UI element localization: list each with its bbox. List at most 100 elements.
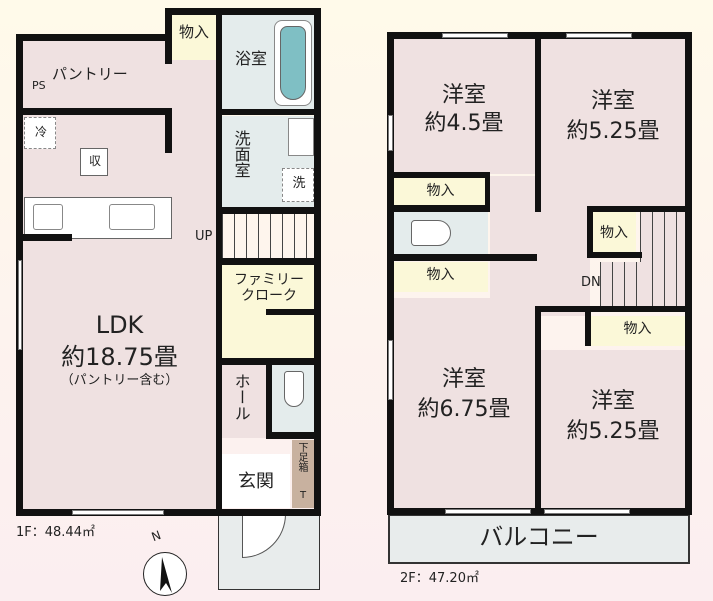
wall — [387, 32, 692, 39]
storage-3-label: 物入 — [600, 225, 628, 241]
family-closet-label-2: クローク — [241, 288, 297, 304]
window — [544, 509, 630, 514]
floor-plan-1f: 物入 浴室 洗面室 洗 パントリー PS 冷 収 UP ファミリー クローク — [0, 0, 340, 601]
wall — [387, 205, 487, 212]
wall — [266, 432, 321, 439]
pantry-label: パントリー — [52, 65, 128, 83]
storage-box: 収 — [80, 148, 108, 176]
room-storage-2: 物入 — [393, 262, 488, 292]
wall — [387, 32, 394, 514]
shoebox: 下足箱 T — [292, 440, 314, 508]
wall — [216, 109, 321, 115]
bedroom-nw-name: 洋室 — [441, 83, 486, 108]
balcony-label: バルコニー — [479, 523, 599, 551]
shoebox-label: 下足箱 — [296, 442, 307, 472]
stairs-1f — [222, 214, 316, 258]
bedroom-sw-size: 約6.75畳 — [417, 397, 511, 422]
wall — [387, 172, 487, 178]
bedroom-ne-size: 約5.25畳 — [566, 119, 660, 144]
shoebox-t-label: T — [299, 490, 307, 501]
stairs-2f-lower — [600, 262, 645, 308]
ps-label: PS — [32, 79, 46, 92]
room-storage-top: 物入 — [172, 14, 216, 60]
stove-icon — [33, 204, 63, 230]
room-family-closet: ファミリー クローク — [222, 265, 316, 360]
washer-label: 洗 — [292, 176, 306, 191]
storage-4-label: 物入 — [623, 321, 652, 337]
wall — [216, 207, 321, 214]
room-toilet-1f — [272, 365, 316, 433]
window — [566, 33, 632, 38]
washer-space: 洗 — [282, 168, 314, 202]
fridge-label: 冷 — [34, 125, 47, 139]
storage-box-label: 収 — [88, 154, 101, 168]
entrance-label: 玄関 — [238, 471, 274, 492]
balcony: バルコニー — [388, 514, 690, 564]
bedroom-sw-name: 洋室 — [441, 367, 486, 392]
room-bedroom-ne: 洋室 約5.25畳 — [541, 38, 685, 206]
compass-icon — [143, 552, 187, 596]
floor1-area: 1F：48.44㎡ — [16, 525, 95, 540]
stairs-2f — [640, 212, 685, 312]
wall — [16, 509, 321, 516]
sink-icon — [288, 118, 314, 156]
storage-top-label: 物入 — [178, 23, 209, 41]
toilet-icon — [411, 220, 451, 246]
wall — [216, 258, 321, 265]
storage-1-label: 物入 — [426, 183, 455, 199]
wall — [587, 252, 642, 258]
dn-label: DN — [581, 275, 601, 290]
wall — [22, 108, 172, 115]
wall — [266, 365, 272, 437]
wall — [387, 508, 692, 515]
window — [445, 509, 531, 514]
window — [388, 340, 393, 400]
room-bedroom-se: 洋室 約5.25畳 — [541, 350, 685, 508]
wall — [165, 108, 172, 153]
wall — [585, 306, 591, 346]
wall — [587, 206, 593, 256]
ldk-name: LDK — [95, 311, 144, 339]
window — [18, 260, 22, 350]
room-storage-4: 物入 — [590, 316, 685, 346]
up-label: UP — [195, 229, 213, 244]
room-ldk-lower — [22, 240, 217, 510]
washroom-label: 洗面室 — [231, 130, 251, 178]
ldk-note: （パントリー含む） — [60, 373, 179, 388]
wall — [535, 306, 541, 514]
room-washroom: 洗面室 洗 — [222, 116, 316, 208]
room-hallway-2f — [490, 176, 590, 316]
bedroom-ne-name: 洋室 — [590, 89, 635, 114]
bath-label: 浴室 — [234, 49, 267, 68]
wall — [685, 32, 692, 514]
wall — [535, 32, 541, 212]
room-bedroom-sw: 洋室 約6.75畳 — [393, 298, 535, 508]
room-storage-1: 物入 — [393, 178, 488, 206]
room-toilet-2f — [393, 212, 488, 254]
room-bedroom-nw: 洋室 約4.5畳 — [393, 38, 535, 174]
wall — [535, 306, 692, 312]
wall — [216, 358, 321, 365]
kitchen-counter — [24, 197, 172, 239]
bedroom-se-name: 洋室 — [590, 389, 635, 414]
room-hall: ホール — [222, 365, 267, 438]
wall — [165, 8, 321, 15]
window — [72, 510, 164, 515]
sink-icon — [109, 204, 155, 230]
bathtub-icon — [274, 20, 312, 106]
bedroom-nw-size: 約4.5畳 — [424, 111, 504, 136]
fridge-space: 冷 — [24, 117, 56, 149]
wall — [22, 234, 72, 241]
floor2-area: 2F：47.20㎡ — [400, 571, 479, 586]
ldk-size: 約18.75畳 — [61, 343, 178, 371]
wall — [485, 172, 490, 212]
family-closet-label-1: ファミリー — [234, 272, 304, 288]
room-storage-3: 物入 — [592, 212, 636, 256]
window — [442, 33, 508, 38]
wall — [266, 309, 316, 315]
room-bath: 浴室 — [222, 14, 316, 110]
wall — [387, 254, 537, 261]
wall — [587, 206, 692, 212]
room-entrance: 玄関 — [222, 454, 290, 508]
toilet-icon — [284, 371, 304, 407]
